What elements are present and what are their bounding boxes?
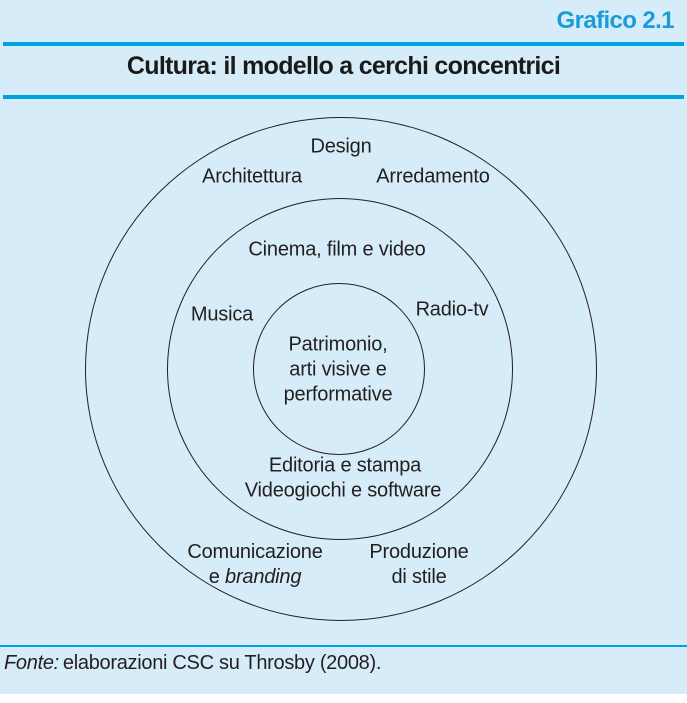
label-radio-tv: Radio-tv (415, 298, 489, 321)
label-core-line3: performative (283, 383, 393, 406)
outer-circle (85, 117, 597, 621)
label-architettura: Architettura (202, 165, 302, 188)
label-videogiochi-software: Videogiochi e software (244, 479, 442, 502)
title-divider-rule (3, 95, 684, 99)
concentric-circles-diagram: Design Architettura Arredamento Cinema, … (0, 100, 687, 645)
source-note: Fonte:elaborazioni CSC su Throsby (2008)… (4, 652, 381, 675)
label-musica: Musica (190, 303, 254, 326)
label-cinema-film-video: Cinema, film e video (248, 238, 426, 261)
label-comunicazione-line2: e branding (187, 565, 322, 590)
label-produzione-stile: Produzione di stile (369, 540, 468, 590)
label-arredamento: Arredamento (376, 165, 490, 188)
label-core-line2: arti visive e (289, 358, 387, 381)
label-design: Design (310, 135, 372, 158)
label-comunicazione-line1: Comunicazione (187, 541, 323, 563)
top-divider-rule (3, 42, 684, 46)
figure-title: Cultura: il modello a cerchi concentrici (126, 52, 561, 80)
label-e-prefix: e (208, 566, 220, 588)
source-text: elaborazioni CSC su Throsby (2008). (62, 652, 382, 674)
label-produzione-line1: Produzione (369, 541, 469, 563)
label-comunicazione-branding: Comunicazione e branding (187, 540, 322, 590)
graph-number-label: Grafico 2.1 (556, 7, 675, 34)
label-core-circle: Patrimonio, arti visive e performative (284, 333, 393, 408)
label-editoria-stampa: Editoria e stampa (268, 454, 422, 477)
label-produzione-line2: di stile (391, 566, 447, 588)
middle-circle (167, 198, 513, 540)
inner-circle (253, 283, 425, 455)
label-core-line1: Patrimonio, (288, 333, 388, 356)
label-branding-italic: branding (225, 566, 302, 588)
footer-divider-rule (0, 645, 687, 647)
source-label: Fonte: (4, 652, 59, 674)
